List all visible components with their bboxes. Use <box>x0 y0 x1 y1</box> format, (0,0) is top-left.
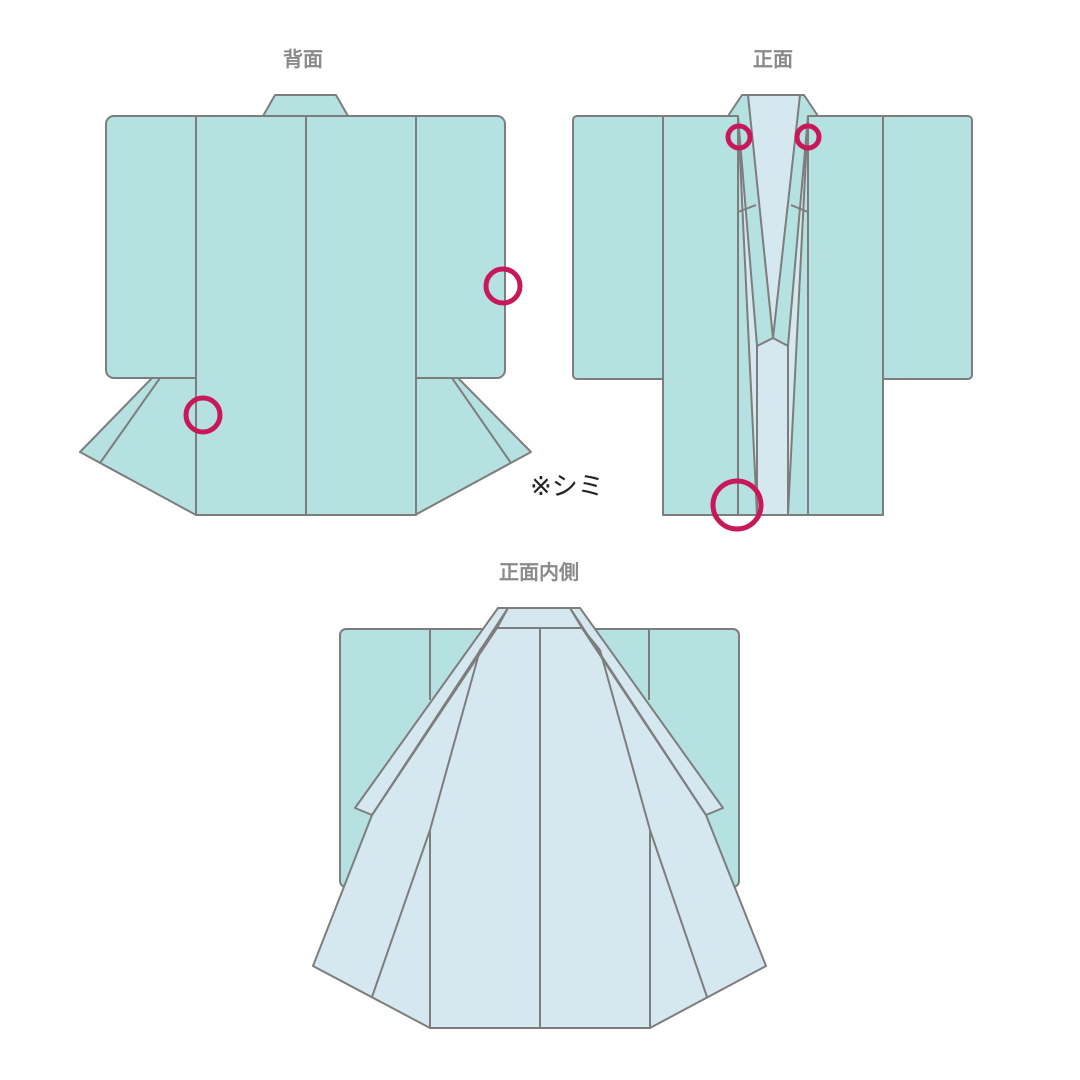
back-view: 背面 <box>79 47 532 516</box>
front-sleeve-right <box>871 115 973 380</box>
stain-note: ※シミ <box>530 472 604 502</box>
label-inside: 正面内側 <box>499 560 579 584</box>
back-collar <box>262 94 349 117</box>
back-skirt-seam-right <box>451 377 512 464</box>
inside-collar-top <box>496 607 583 629</box>
stain-marker <box>183 395 223 435</box>
inside-fold-right-c <box>599 649 651 831</box>
stain-marker <box>710 478 764 532</box>
inside-fold-left-a <box>371 627 498 816</box>
stain-marker <box>725 123 753 151</box>
inside-fold-left-b <box>479 627 498 651</box>
front-view: 正面 <box>572 47 973 532</box>
inside-fold-right-b <box>581 627 601 651</box>
stain-marker <box>794 123 822 151</box>
inside-fold-left-c <box>429 649 481 831</box>
label-front: 正面 <box>753 47 793 71</box>
front-collar-tick-left <box>737 204 757 213</box>
inside-fold-left-d <box>371 829 431 998</box>
back-skirt-seam-left <box>99 377 161 464</box>
stain-marker <box>483 266 523 306</box>
front-sleeve-left <box>572 115 674 380</box>
front-collar-tick-right <box>790 204 809 213</box>
inside-fold-right-d <box>649 829 708 998</box>
label-back: 背面 <box>283 47 323 71</box>
inside-view: 正面内側 <box>312 560 767 1029</box>
